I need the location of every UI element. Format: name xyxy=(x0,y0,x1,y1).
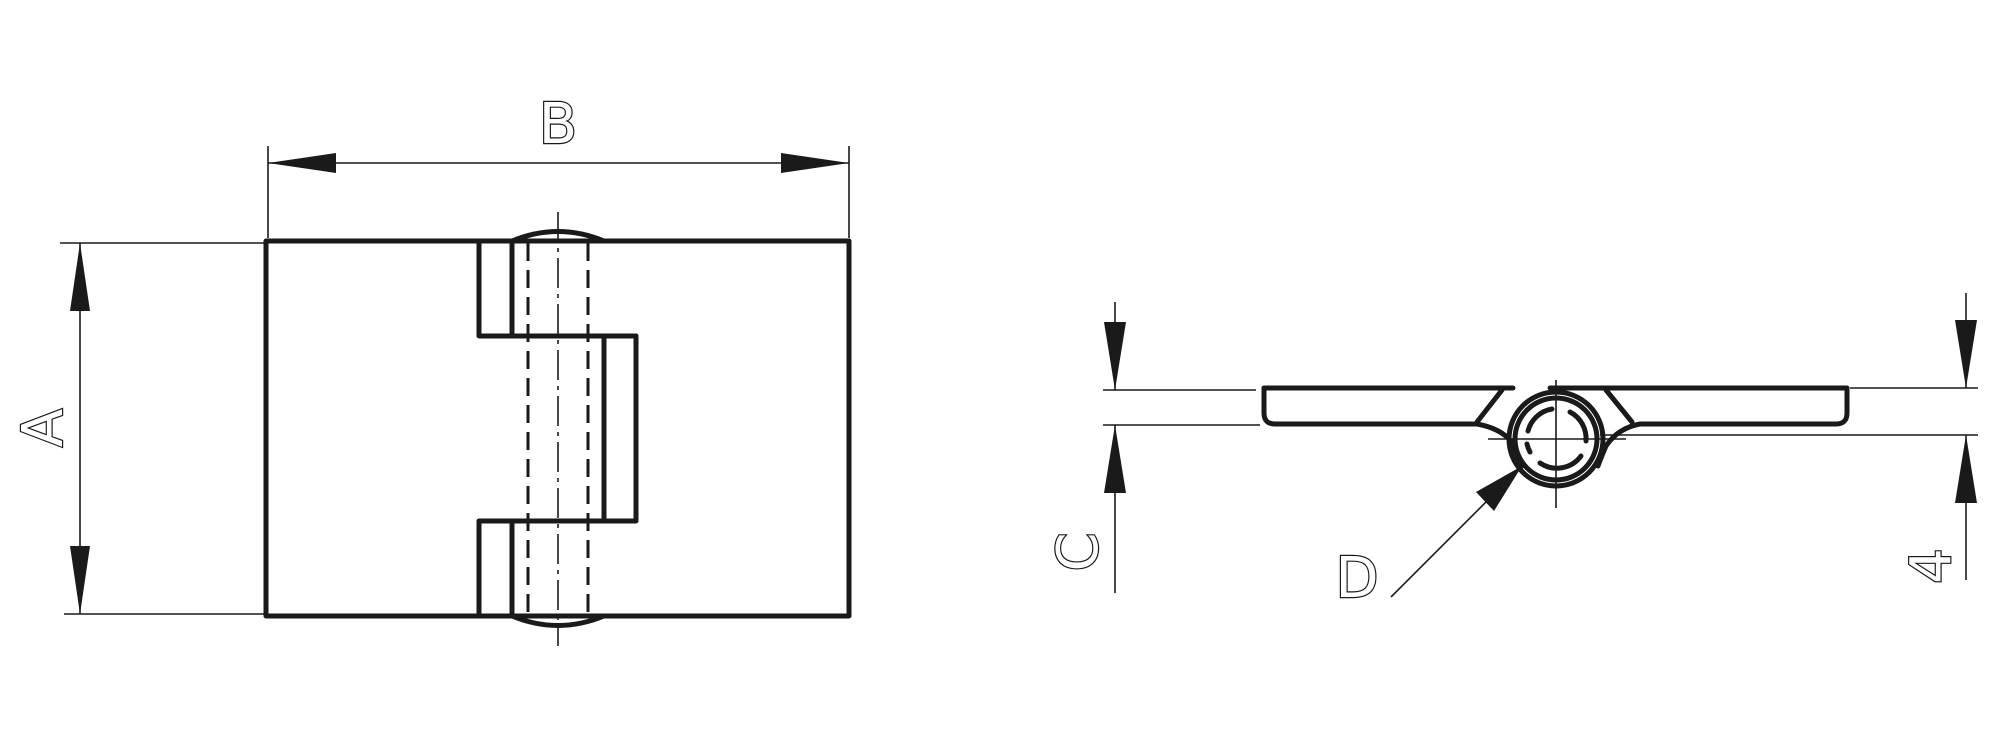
pin-hidden-arc-2 xyxy=(1567,409,1589,444)
b-arrow-right xyxy=(781,153,849,173)
side-leaf-left xyxy=(1261,385,1525,469)
knuckle-bottom-arc xyxy=(509,613,607,628)
middle-knuckle xyxy=(476,333,639,619)
front-view: B A xyxy=(10,91,852,646)
side-bevel-right xyxy=(1603,387,1635,425)
dimension-4: 4 xyxy=(1600,293,1978,585)
a-arrow-bottom xyxy=(70,546,90,614)
b-arrow-left xyxy=(268,153,336,173)
dimension-d: D xyxy=(1334,466,1522,612)
dimension-label-d: D xyxy=(1335,546,1378,611)
dimension-c: C xyxy=(1045,302,1260,593)
a-arrow-top xyxy=(70,243,90,311)
dimension-label-b: B xyxy=(539,92,577,157)
side-view: C 4 D xyxy=(1045,293,1978,612)
d-leader-arrow xyxy=(1476,466,1522,511)
dimension-b: B xyxy=(267,91,850,238)
side-bevel-left xyxy=(1474,387,1505,425)
dimension-label-a: A xyxy=(11,409,76,447)
pin-hidden-arc-1 xyxy=(1525,406,1555,434)
c-arrow-bottom xyxy=(1104,425,1126,493)
upper-knuckle xyxy=(476,238,639,339)
dimension-a: A xyxy=(10,242,264,615)
c-arrow-top xyxy=(1104,322,1126,390)
pin-hidden-arc-4 xyxy=(1524,441,1533,455)
dimension-label-c: C xyxy=(1046,532,1111,571)
t-arrow-top xyxy=(1955,320,1977,388)
dimension-label-thickness: 4 xyxy=(1899,548,1964,584)
pin-hidden-arc-3 xyxy=(1537,453,1584,471)
t-arrow-bottom xyxy=(1955,435,1977,503)
